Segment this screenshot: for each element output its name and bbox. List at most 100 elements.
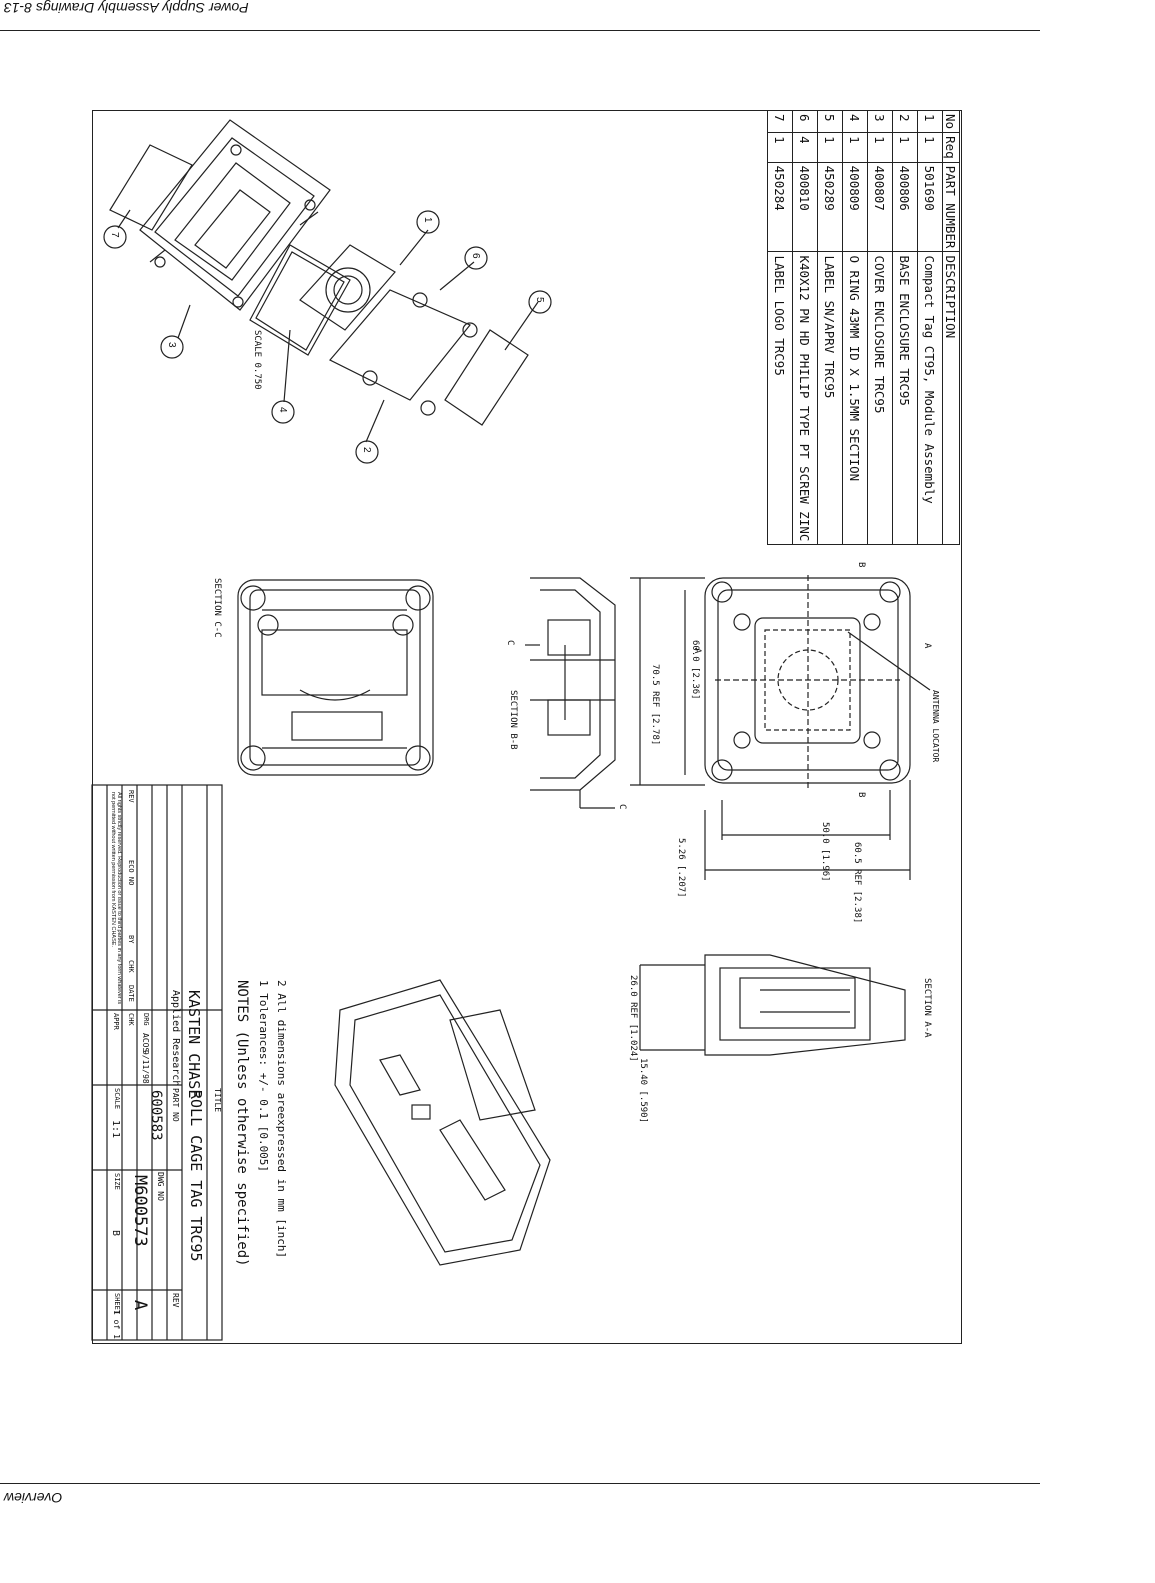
part-no-value: 600583 [148,1090,164,1141]
division-name: Applied Research [170,990,181,1087]
sheet-value: 1 of 1 [112,1310,121,1339]
part-description: LABEL SN/APRV TRC95 [817,251,843,545]
rev-table-header-date: DATE [127,985,135,1002]
table-row: 3 1 400807 COVER ENCLOSURE TRC95 [867,110,893,545]
part-number: 400810 [792,162,818,252]
rev-table-header-eco: ECO NO [127,860,135,886]
balloon-5: 5 [534,297,545,303]
part-req: 1 [892,132,918,163]
header-rule [0,30,1040,31]
part-no: 7 [767,110,793,133]
part-number: 450289 [817,162,843,252]
parts-table-grid: No Req PART NUMBER DESCRIPTION 1 1 50169… [767,110,960,545]
table-row: 5 1 450289 LABEL SN/APRV TRC95 [817,110,843,545]
dim-26: 26.0 REF [1.024] [628,975,638,1062]
part-req: 4 [792,132,818,163]
dim-5-26: 5.26 [.207] [676,838,686,898]
dwg-no-label: DWG NO [156,1172,165,1201]
dwg-no-value: M600573 [130,1175,150,1247]
part-description: LABEL LOGO TRC95 [767,251,793,545]
section-bb-view [525,577,616,809]
drawing-sheet-border [92,110,962,1344]
part-description: BASE ENCLOSURE TRC95 [892,251,918,545]
drawing-title: ROLL CAGE TAG TRC95 [187,1090,205,1262]
drn-label: DRG [142,1013,150,1026]
part-number: 400806 [892,162,918,252]
dim-60: 60.0 [2.36] [690,640,700,700]
parts-header-no: No [942,110,960,133]
exploded-scale-label: SCALE 0.750 [252,330,262,390]
section-mark-a-top: A [922,643,932,649]
table-row: 7 1 450284 LABEL LOGO TRC95 [767,110,793,545]
part-no: 6 [792,110,818,133]
table-row: 1 1 501690 Compact Tag CT95, Module Asse… [917,110,943,545]
section-mark-c-bottom: C [617,804,627,810]
part-no-label: PART NO [171,1088,180,1122]
section-bb-label: SECTION B-B [508,690,518,750]
isometric-view [334,979,551,1266]
section-mark-b-bottom: B [856,792,866,798]
company-name: KASTEN CHASE [185,990,203,1099]
notes-heading: NOTES (Unless otherwise specified) [234,980,250,1267]
parts-table-header-row: No Req PART NUMBER DESCRIPTION [942,110,960,545]
part-description: K40X12 PN HD PHILIP TYPE PT SCREW ZINC [792,251,818,545]
part-no: 2 [892,110,918,133]
drn-date: 9/11/98 [141,1050,150,1084]
balloon-1: 1 [422,217,433,223]
parts-table: No Req PART NUMBER DESCRIPTION 1 1 50169… [767,110,960,545]
appr-label: APPR [112,1013,120,1030]
part-req: 1 [867,132,893,163]
exploded-logo-label [109,144,193,231]
title-block-lines [91,784,223,1341]
section-cc-view [237,579,434,776]
exploded-serial-label [444,329,529,426]
parts-header-req: Req [942,132,960,163]
rev-table-header-rev: REV [127,790,135,803]
balloon-4: 4 [277,407,288,413]
table-row: 4 1 400809 O RING 43MM ID X 1.5MM SECTIO… [842,110,868,545]
rev-value: A [130,1300,150,1311]
rev-table-header-by: BY [127,935,135,944]
scale-value: 1:1 [110,1120,121,1139]
note-2: 2 All dimensions areexpressed in mm [inc… [275,980,288,1259]
plan-view [704,575,931,790]
title-label: TITLE [213,1088,222,1113]
scale-label: SCALE [113,1088,121,1110]
parts-header-description: DESCRIPTION [942,251,960,545]
chk-label: CHK [127,1013,135,1026]
balloon-3: 3 [166,342,177,348]
balloon-2: 2 [361,447,372,453]
part-number: 501690 [917,162,943,252]
size-value: B [110,1230,121,1237]
part-req: 1 [917,132,943,163]
part-req: 1 [767,132,793,163]
part-description: Compact Tag CT95, Module Assembly [917,251,943,545]
dim-70-5: 70.5 REF [2.78] [650,664,660,746]
footer-rule [0,1483,1040,1484]
note-1: 1 Tolerances: +/- 0.1 [0.005] [257,980,270,1173]
size-label: SIZE [113,1173,121,1190]
dim-60-5: 60.5 REF [2.38] [852,842,862,924]
balloon-7: 7 [109,232,120,238]
section-aa-view [704,954,906,1056]
part-no: 1 [917,110,943,133]
part-req: 1 [817,132,843,163]
exploded-cover-enclosure [329,289,471,401]
section-mark-c-top: C [505,640,515,646]
section-mark-b-top: B [856,562,866,568]
section-cc-label: SECTION C-C [212,578,222,638]
table-row: 6 4 400810 K40X12 PN HD PHILIP TYPE PT S… [792,110,818,545]
part-number: 400809 [842,162,868,252]
part-no: 3 [867,110,893,133]
rev-label: REV [171,1293,180,1308]
part-req: 1 [842,132,868,163]
balloon-6: 6 [470,253,481,259]
dim-15-40: 15.40 [.590] [638,1058,648,1124]
exploded-base-enclosure [139,119,331,311]
part-no: 5 [817,110,843,133]
copyright-notice: All rights strictly reserved. Reproducti… [110,792,122,1005]
section-aa-label: SECTION A-A [922,978,932,1038]
rev-table-header-chk: CHK [127,960,135,973]
table-row: 2 1 400806 BASE ENCLOSURE TRC95 [892,110,918,545]
